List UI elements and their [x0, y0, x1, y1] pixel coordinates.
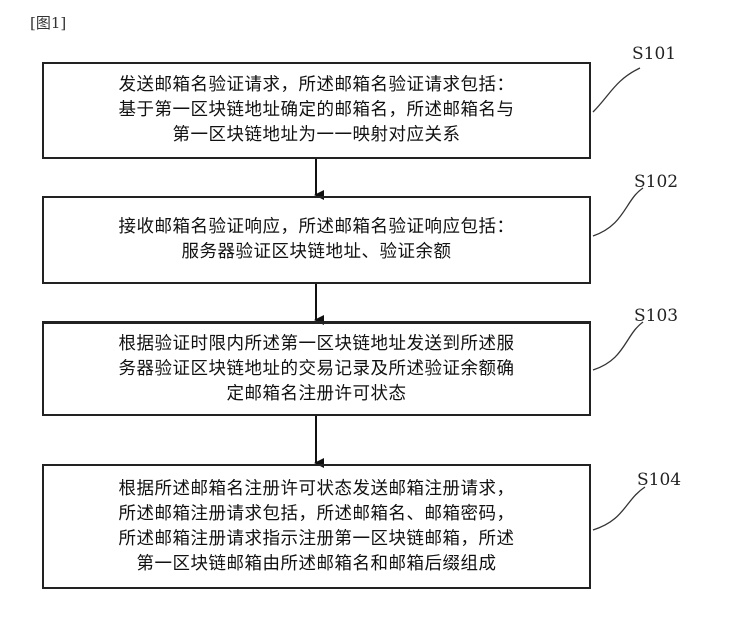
step-text-line: 第一区块链地址为一一映射对应关系 — [173, 123, 461, 148]
step-text-line: 根据验证时限内所述第一区块链地址发送到所述服 — [119, 332, 515, 357]
step-text-line: 第一区块链邮箱由所述邮箱名和邮箱后缀组成 — [137, 552, 497, 577]
step-text-line: 务器验证区块链地址的交易记录及所述验证余额确 — [119, 357, 515, 382]
step-label-s103: S103 — [634, 306, 678, 326]
step-box-s102: 接收邮箱名验证响应，所述邮箱名验证响应包括： 服务器验证区块链地址、验证余额 — [42, 196, 591, 284]
step-text-line: 服务器验证区块链地址、验证余额 — [182, 240, 452, 265]
step-box-s101: 发送邮箱名验证请求，所述邮箱名验证请求包括： 基于第一区块链地址确定的邮箱名，所… — [42, 62, 591, 159]
leader-s103 — [593, 322, 643, 370]
step-box-s103: 根据验证时限内所述第一区块链地址发送到所述服 务器验证区块链地址的交易记录及所述… — [42, 321, 591, 416]
step-text-line: 所述邮箱注册请求包括，所述邮箱名、邮箱密码， — [119, 502, 515, 527]
leader-s104 — [593, 487, 645, 530]
step-label-s104: S104 — [637, 470, 681, 490]
step-label-s102: S102 — [634, 172, 678, 192]
leader-s101 — [593, 68, 640, 112]
leader-s102 — [593, 188, 643, 236]
step-box-s104: 根据所述邮箱名注册许可状态发送邮箱注册请求， 所述邮箱注册请求包括，所述邮箱名、… — [42, 464, 591, 589]
step-text-line: 根据所述邮箱名注册许可状态发送邮箱注册请求， — [119, 477, 515, 502]
step-text-line: 定邮箱名注册许可状态 — [227, 382, 407, 407]
step-label-s101: S101 — [632, 44, 676, 64]
step-text-line: 接收邮箱名验证响应，所述邮箱名验证响应包括： — [119, 215, 515, 240]
step-text-line: 所述邮箱注册请求指示注册第一区块链邮箱，所述 — [119, 527, 515, 552]
step-text-line: 基于第一区块链地址确定的邮箱名，所述邮箱名与 — [119, 98, 515, 123]
step-text-line: 发送邮箱名验证请求，所述邮箱名验证请求包括： — [119, 73, 515, 98]
